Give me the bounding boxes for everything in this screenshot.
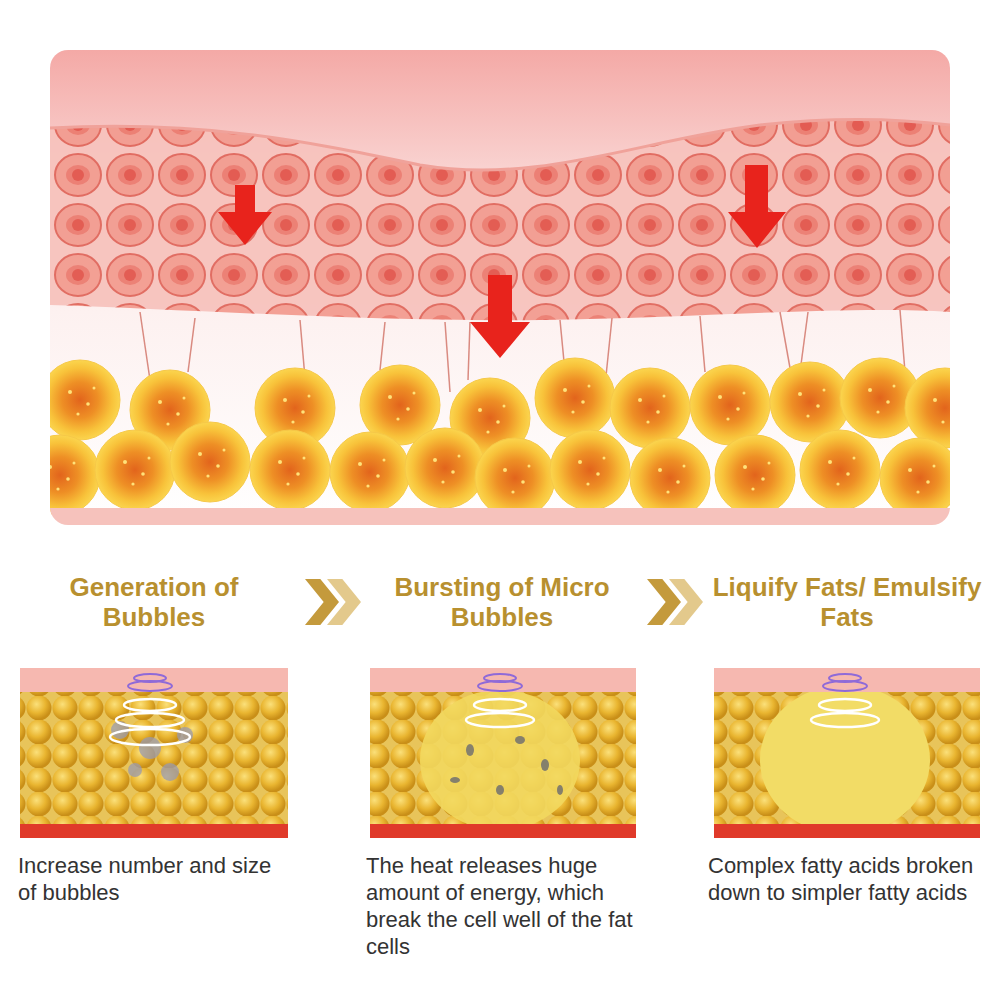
panel-bubbles	[20, 668, 288, 838]
step-arrow	[305, 579, 361, 625]
chevron	[669, 579, 703, 625]
step-column: Generation of BubblesIncrease number and…	[16, 572, 292, 976]
step-title: Generation of Bubbles	[16, 572, 292, 632]
chevron	[327, 579, 361, 625]
step-arrow	[647, 579, 703, 625]
step-description: The heat releases huge amount of energy,…	[366, 852, 640, 960]
panel-liquify	[714, 668, 980, 838]
step-title: Liquify Fats/ Emulsify Fats	[706, 572, 988, 632]
panel-bursting	[370, 668, 636, 838]
step-description: Increase number and size of bubbles	[18, 852, 292, 906]
tissue-illustration	[50, 50, 950, 525]
step-column: Liquify Fats/ Emulsify FatsComplex fatty…	[706, 572, 988, 976]
step-description: Complex fatty acids broken down to simpl…	[708, 852, 988, 906]
red-arrows	[218, 165, 786, 358]
step-column: Bursting of Micro BubblesThe heat releas…	[364, 572, 640, 976]
fat-cells	[50, 358, 950, 518]
step-title: Bursting of Micro Bubbles	[364, 572, 640, 632]
